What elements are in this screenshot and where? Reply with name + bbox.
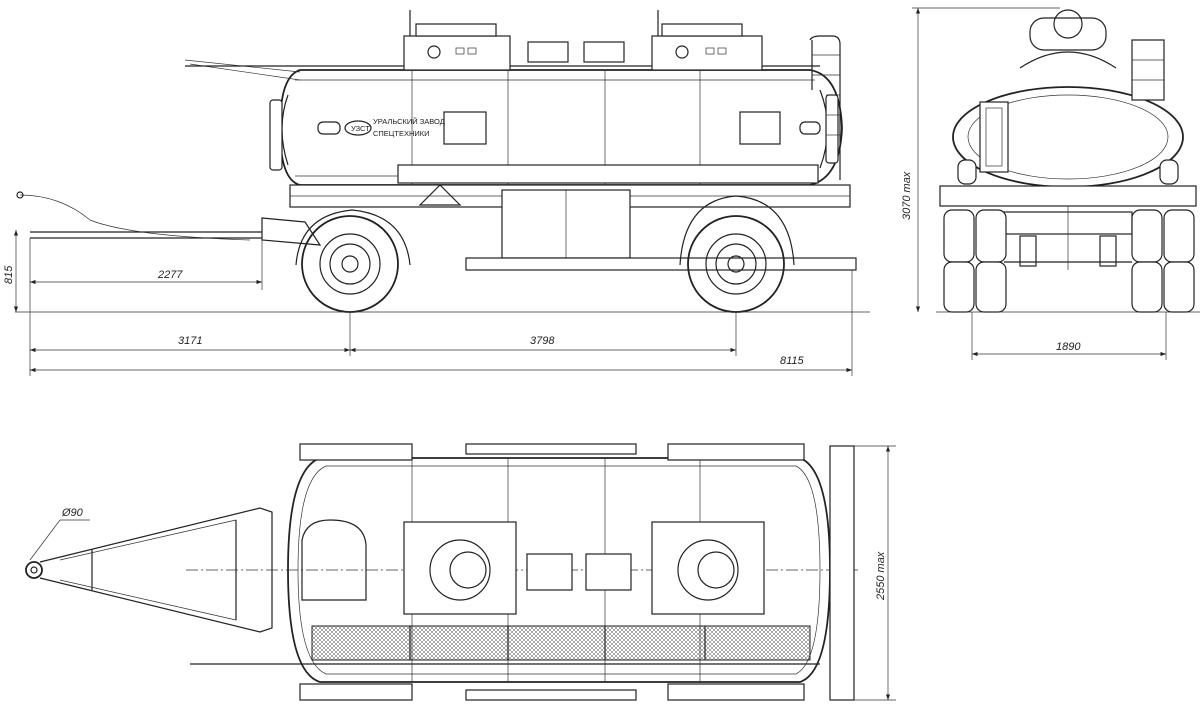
logo-mark: УЗСТ: [351, 124, 370, 133]
drawbar-top: [25, 507, 273, 633]
chassis-side: [289, 164, 857, 271]
front-wheel: [295, 209, 411, 313]
length-overall-dim: 8115: [780, 355, 805, 367]
top-view: Ø90 2550 max: [25, 443, 896, 701]
manufacturer-logo: УЗСТ УРАЛЬСКИЙ ЗАВОД СПЕЦТЕХНИКИ: [344, 117, 445, 138]
rear-wheel: [679, 195, 795, 313]
rear-view: 3070 max 1890: [901, 7, 1200, 360]
track-dim: 1890: [1056, 341, 1081, 353]
height-max-dim: 3070 max: [901, 171, 913, 220]
width-max-dim: 2550 max: [875, 551, 887, 601]
coupling-height-dim: 815: [3, 265, 15, 284]
front-overhang-dim: 3171: [178, 335, 202, 347]
eye-diameter-dim: Ø90: [61, 507, 84, 519]
drawbar-dim: 2277: [157, 269, 183, 281]
tank-side: [184, 10, 843, 186]
side-dimensions: 815 2277 3171 3798 8115: [3, 230, 853, 376]
drawbar-side: [16, 191, 322, 246]
side-view: УЗСТ УРАЛЬСКИЙ ЗАВОД СПЕЦТЕХНИКИ: [3, 10, 870, 376]
logo-line-1: УРАЛЬСКИЙ ЗАВОД: [373, 117, 445, 126]
wheelbase-dim: 3798: [530, 335, 555, 347]
logo-line-2: СПЕЦТЕХНИКИ: [373, 129, 430, 138]
